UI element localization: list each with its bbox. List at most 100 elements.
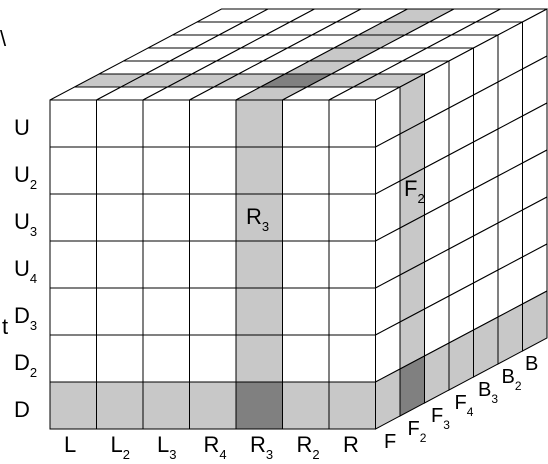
front-cell-r4-c1 bbox=[96, 287, 144, 336]
column-label-1: L2 bbox=[111, 432, 130, 462]
column-label-3: R4 bbox=[204, 432, 227, 462]
front-cell-r2-c5 bbox=[282, 193, 330, 242]
front-cell-r3-c1 bbox=[96, 240, 144, 289]
slice-label-r3: R3 bbox=[246, 204, 269, 234]
front-cell-r0-c3 bbox=[189, 99, 237, 148]
edge-fragment-top: \ bbox=[0, 26, 7, 51]
front-cell-r2-c1 bbox=[96, 193, 144, 242]
row-label-1-main: U bbox=[14, 162, 30, 187]
row-label-0-main: U bbox=[14, 115, 30, 140]
row-label-2-main: U bbox=[14, 209, 30, 234]
column-label-2-sub: 3 bbox=[169, 447, 176, 462]
front-cell-r0-c1 bbox=[96, 99, 144, 148]
row-label-2-sub: 3 bbox=[30, 224, 37, 239]
front-cell-r5-c2 bbox=[142, 334, 190, 383]
row-label-3-sub: 4 bbox=[30, 271, 37, 286]
depth-label-0: F bbox=[384, 431, 396, 453]
front-cell-r3-c6 bbox=[328, 240, 376, 289]
row-label-2: U3 bbox=[14, 209, 37, 239]
front-cell-r4-c5 bbox=[282, 287, 330, 336]
front-cell-r4-c3 bbox=[189, 287, 237, 336]
front-cell-r2-c0 bbox=[49, 193, 97, 242]
row-label-5-sub: 2 bbox=[30, 365, 37, 380]
column-label-2-main: L bbox=[157, 432, 169, 457]
front-cell-r6-c4 bbox=[235, 381, 283, 430]
edge-fragment-text: t bbox=[2, 314, 8, 339]
depth-label-6-main: B bbox=[525, 353, 538, 375]
row-label-6-main: D bbox=[14, 397, 30, 422]
right-cell-k6-r6 bbox=[522, 290, 548, 352]
front-cell-r3-c5 bbox=[282, 240, 330, 289]
front-cell-r1-c0 bbox=[49, 146, 97, 195]
row-label-6: D bbox=[14, 397, 30, 422]
slice-label-f2: F2 bbox=[404, 176, 425, 206]
front-cell-r0-c2 bbox=[142, 99, 190, 148]
front-cell-r4-c2 bbox=[142, 287, 190, 336]
front-cell-r3-c4 bbox=[235, 240, 283, 289]
depth-label-2-main: F bbox=[431, 405, 443, 427]
depth-label-5-main: B bbox=[502, 366, 515, 388]
row-label-4-sub: 3 bbox=[30, 318, 37, 333]
front-cell-r1-c3 bbox=[189, 146, 237, 195]
front-cell-r5-c1 bbox=[96, 334, 144, 383]
depth-label-2-sub: 3 bbox=[443, 418, 450, 432]
column-label-5: R2 bbox=[297, 432, 320, 462]
front-cell-r1-c1 bbox=[96, 146, 144, 195]
front-cell-r6-c6 bbox=[328, 381, 376, 430]
column-label-4-sub: 3 bbox=[266, 447, 273, 462]
front-cell-r1-c6 bbox=[328, 146, 376, 195]
front-cell-r4-c6 bbox=[328, 287, 376, 336]
depth-label-4-sub: 3 bbox=[491, 392, 498, 406]
column-label-0-main: L bbox=[64, 432, 76, 457]
front-cell-r5-c5 bbox=[282, 334, 330, 383]
row-label-4-main: D bbox=[14, 303, 30, 328]
depth-label-4-main: B bbox=[478, 379, 491, 401]
front-cell-r1-c5 bbox=[282, 146, 330, 195]
column-label-4: R3 bbox=[250, 432, 273, 462]
front-cell-r5-c3 bbox=[189, 334, 237, 383]
column-label-1-sub: 2 bbox=[123, 447, 130, 462]
row-label-0: U bbox=[14, 115, 30, 140]
front-cell-r6-c2 bbox=[142, 381, 190, 430]
slice-label-r3-sub: 3 bbox=[262, 219, 269, 234]
row-label-1: U2 bbox=[14, 162, 37, 192]
row-label-3: U4 bbox=[14, 256, 37, 286]
column-label-6-main: R bbox=[343, 432, 359, 457]
depth-label-1-sub: 2 bbox=[420, 431, 427, 445]
front-cell-r1-c4 bbox=[235, 146, 283, 195]
depth-label-5: B2 bbox=[502, 366, 522, 393]
column-label-0: L bbox=[64, 432, 76, 457]
column-label-3-sub: 4 bbox=[219, 447, 226, 462]
front-cell-r0-c6 bbox=[328, 99, 376, 148]
front-cell-r4-c4 bbox=[235, 287, 283, 336]
depth-label-1: F2 bbox=[408, 418, 427, 445]
column-label-2: L3 bbox=[157, 432, 176, 462]
front-cell-r2-c2 bbox=[142, 193, 190, 242]
depth-label-3: F4 bbox=[455, 392, 474, 419]
depth-label-5-sub: 2 bbox=[515, 379, 522, 393]
front-cell-r2-c6 bbox=[328, 193, 376, 242]
depth-label-3-main: F bbox=[455, 392, 467, 414]
row-label-5-main: D bbox=[14, 350, 30, 375]
cube-front-face bbox=[49, 99, 376, 430]
depth-label-6: B bbox=[525, 353, 538, 375]
front-cell-r2-c3 bbox=[189, 193, 237, 242]
depth-label-0-main: F bbox=[384, 431, 396, 453]
front-cell-r3-c3 bbox=[189, 240, 237, 289]
slice-label-f2-sub: 2 bbox=[417, 191, 424, 206]
row-label-5: D2 bbox=[14, 350, 37, 380]
front-cell-r0-c0 bbox=[49, 99, 97, 148]
column-label-1-main: L bbox=[111, 432, 123, 457]
depth-label-2: F3 bbox=[431, 405, 450, 432]
front-cell-r4-c0 bbox=[49, 287, 97, 336]
column-label-4-main: R bbox=[250, 432, 266, 457]
front-cell-r3-c2 bbox=[142, 240, 190, 289]
row-label-4: D3 bbox=[14, 303, 37, 333]
front-cell-r5-c6 bbox=[328, 334, 376, 383]
front-cell-r6-c0 bbox=[49, 381, 97, 430]
depth-label-1-main: F bbox=[408, 418, 420, 440]
cube-top-face bbox=[49, 8, 548, 101]
front-cell-r1-c2 bbox=[142, 146, 190, 195]
